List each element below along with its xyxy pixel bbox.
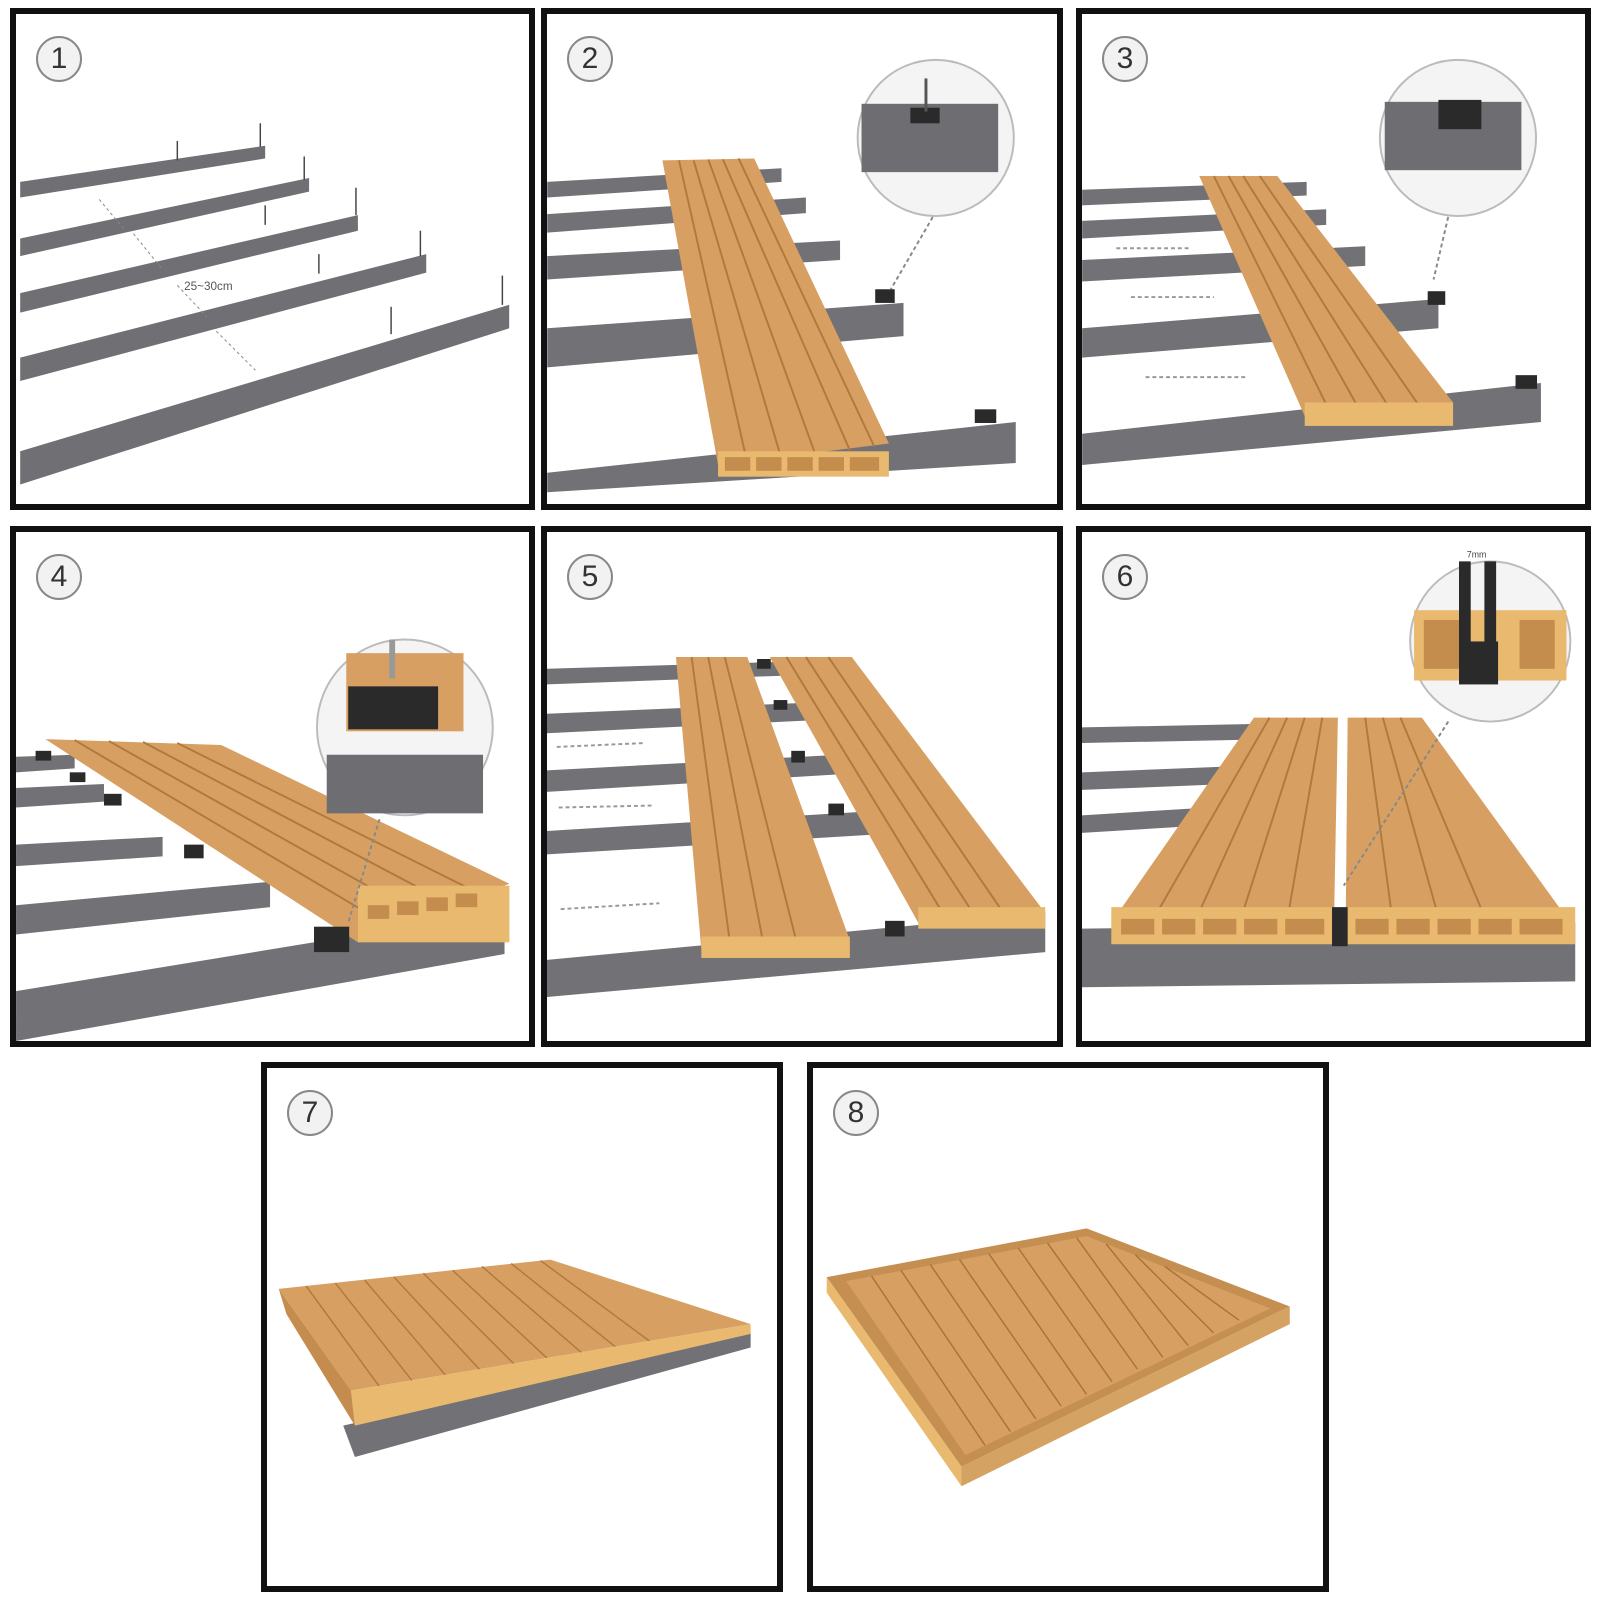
decking-board bbox=[662, 158, 889, 465]
deck-edge-profile bbox=[351, 1324, 751, 1426]
slide-board-illustration bbox=[1082, 58, 1541, 465]
decking-board-2 bbox=[1345, 717, 1571, 923]
joist-base bbox=[343, 1331, 751, 1457]
panel-step-6: 6 bbox=[1076, 526, 1591, 1047]
board-grooves bbox=[871, 1237, 1240, 1446]
clip-icon bbox=[1332, 907, 1348, 947]
clip-icon bbox=[103, 793, 122, 806]
clip-icon bbox=[757, 659, 771, 669]
clip-icon bbox=[1427, 291, 1446, 305]
clip-icon bbox=[885, 920, 905, 937]
deck-border-inner bbox=[846, 1236, 1271, 1455]
step-number-1: 1 bbox=[36, 36, 82, 82]
clip-icon bbox=[1438, 99, 1482, 130]
board-grooves bbox=[1151, 717, 1488, 922]
clip-icon bbox=[1459, 641, 1499, 685]
clip-icon bbox=[348, 686, 439, 730]
joists-illustration: 25~30cm bbox=[20, 123, 510, 485]
arrow-icon bbox=[558, 804, 653, 809]
deck-surface bbox=[278, 1259, 751, 1391]
clips bbox=[35, 750, 350, 953]
arrows bbox=[1116, 247, 1249, 379]
decking-board-2 bbox=[769, 657, 1046, 923]
completed-deck-unfinished-illustration bbox=[278, 1259, 751, 1457]
panel-step-4: 4 bbox=[10, 526, 535, 1047]
arrow-icon bbox=[560, 902, 660, 911]
step-number-4: 4 bbox=[36, 554, 82, 600]
clip-icon bbox=[184, 844, 204, 859]
panel-step-3: 3 bbox=[1076, 8, 1591, 510]
step-number-8: 8 bbox=[833, 1090, 879, 1136]
deck-fascia-front bbox=[826, 1277, 962, 1487]
clip-icon bbox=[314, 926, 350, 953]
clip-icon bbox=[828, 803, 845, 816]
board-grooves bbox=[690, 656, 1007, 949]
decking-board bbox=[1199, 176, 1454, 417]
joist-4 bbox=[20, 254, 427, 382]
clips bbox=[757, 659, 905, 937]
board-2-end-profile bbox=[918, 907, 1046, 929]
board-1-end-profile bbox=[701, 936, 850, 958]
board-grooves bbox=[305, 1259, 654, 1388]
joist-5 bbox=[20, 304, 510, 485]
gap-label: 7mm bbox=[1467, 549, 1487, 559]
spacing-arrows bbox=[98, 199, 256, 371]
clip-icon bbox=[35, 750, 52, 761]
joists bbox=[20, 145, 510, 485]
clip-icon bbox=[875, 289, 895, 303]
joist-1 bbox=[20, 145, 266, 198]
board-grooves bbox=[1213, 175, 1420, 415]
panel-step-8: 8 bbox=[807, 1062, 1329, 1592]
first-board-illustration bbox=[547, 58, 1016, 493]
spacing-label: 25~30cm bbox=[184, 280, 232, 293]
board-end-profile bbox=[1304, 402, 1454, 426]
step-number-7: 7 bbox=[287, 1090, 333, 1136]
panel-step-5: 5 bbox=[541, 526, 1063, 1047]
clip-icon bbox=[791, 750, 805, 763]
panel-step-2: 2 bbox=[541, 8, 1063, 510]
arrow-icon bbox=[1342, 721, 1450, 887]
clip-icon bbox=[910, 107, 940, 124]
arrow-icon bbox=[889, 216, 934, 290]
board-hollow-cores bbox=[367, 893, 478, 919]
panel-step-1: 1 25~30cm bbox=[10, 8, 535, 510]
panel-step-7: 7 bbox=[261, 1062, 783, 1592]
clip-icon bbox=[69, 772, 86, 783]
clip-icon bbox=[1515, 375, 1538, 389]
board-hollow-cores bbox=[724, 457, 880, 471]
arrow-icon bbox=[347, 818, 381, 924]
deck-fascia-side bbox=[961, 1306, 1290, 1487]
board-grooves bbox=[74, 739, 484, 932]
step-number-6: 6 bbox=[1102, 554, 1148, 600]
step-number-3: 3 bbox=[1102, 36, 1148, 82]
step-number-5: 5 bbox=[567, 554, 613, 600]
arrow-icon bbox=[556, 742, 645, 748]
clip-icon bbox=[773, 700, 788, 710]
fix-clip-illustration bbox=[16, 638, 510, 1041]
joist-2 bbox=[20, 177, 310, 257]
gap-spacing-illustration: 7mm bbox=[1082, 549, 1576, 988]
board-hollow-cores bbox=[1121, 918, 1563, 935]
arrows bbox=[556, 742, 660, 911]
screws bbox=[176, 123, 504, 335]
arrow-icon bbox=[1432, 216, 1450, 280]
decking-board-1 bbox=[1111, 717, 1338, 923]
clip-icon bbox=[974, 409, 997, 423]
second-board-illustration bbox=[547, 656, 1046, 998]
completed-deck-finished-illustration bbox=[826, 1228, 1290, 1487]
step-number-2: 2 bbox=[567, 36, 613, 82]
joist-3 bbox=[20, 215, 358, 313]
decking-board-1 bbox=[675, 657, 850, 951]
board-grooves bbox=[678, 158, 876, 464]
deck-side-ends bbox=[278, 1288, 355, 1426]
joists bbox=[16, 754, 505, 1041]
